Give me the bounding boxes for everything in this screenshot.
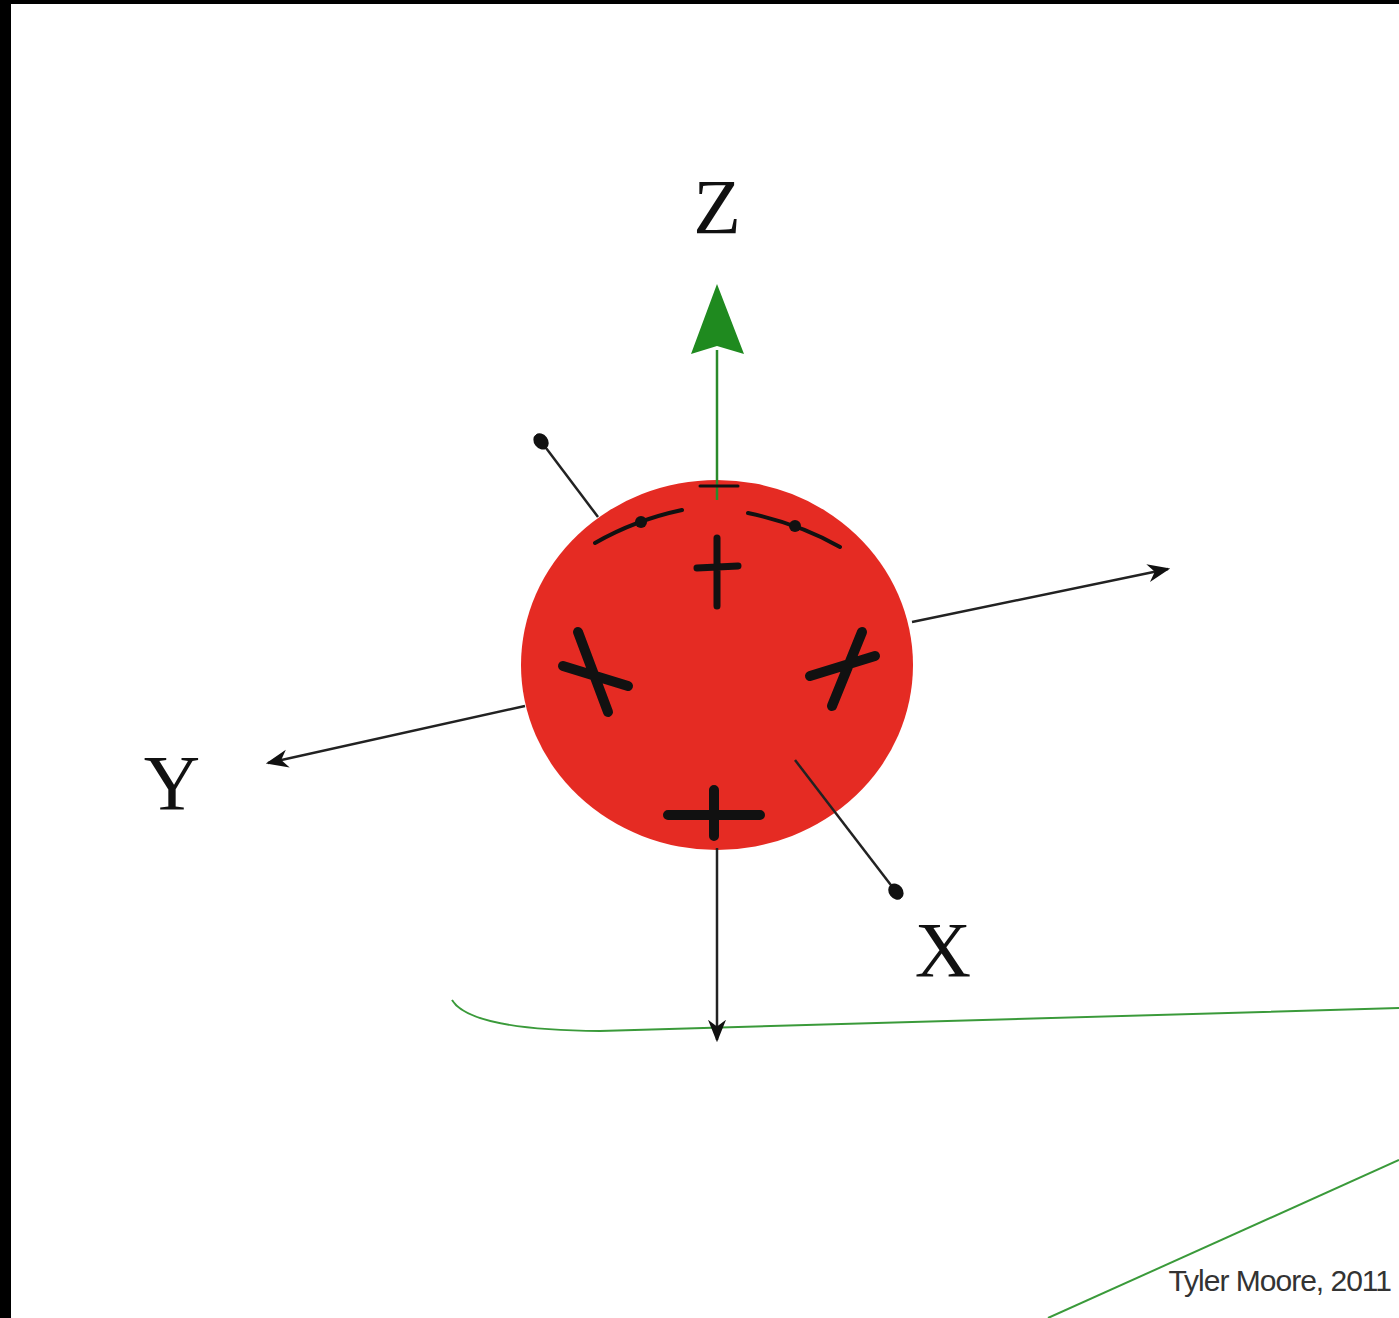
frame-bar [0,0,1399,4]
axis-line [540,440,598,517]
axis-line [268,706,525,763]
watermark: Tyler Moore, 2011 [1168,1266,1391,1296]
axis-label: X [915,911,971,989]
sphere [521,480,913,850]
z-arrowhead [691,284,744,354]
axis-label: Y [144,744,200,822]
axis-line [795,760,897,893]
axis-line [912,569,1168,622]
frame-bar [0,0,11,1318]
orbit-curve [1048,1160,1399,1318]
axis-line [716,848,719,1040]
orbit-curve [452,1000,1399,1031]
axis-label: Z [693,168,741,246]
sphere-dots [635,516,801,532]
z-arrow [716,350,719,500]
sphere-marks [563,486,875,836]
